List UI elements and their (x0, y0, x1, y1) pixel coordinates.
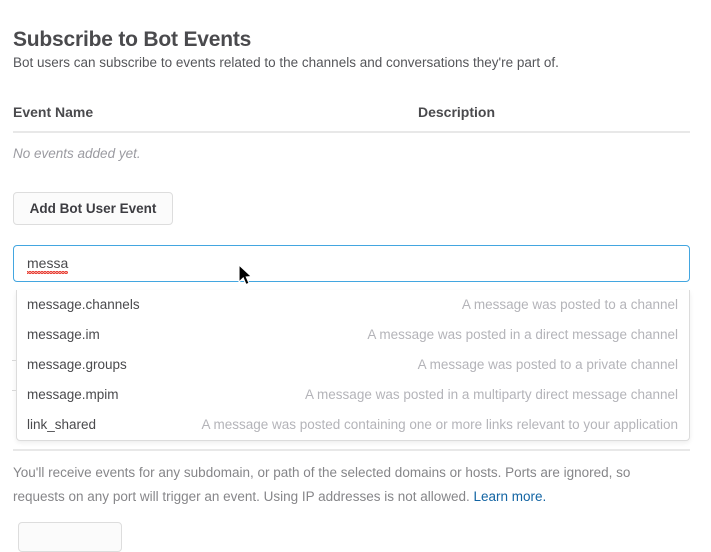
column-header-description: Description (418, 104, 496, 120)
event-search-input[interactable]: messa (13, 245, 690, 282)
list-item[interactable]: link_shared A message was posted contain… (17, 410, 689, 440)
suggestion-event-name: message.mpim (27, 387, 119, 402)
footer-note-text: You'll receive events for any subdomain,… (13, 465, 631, 504)
occluded-content-edge (12, 360, 16, 361)
suggestion-event-description: A message was posted containing one or m… (201, 417, 678, 432)
list-item[interactable]: message.groups A message was posted to a… (17, 350, 689, 380)
table-header-divider (13, 131, 690, 133)
footer-note: You'll receive events for any subdomain,… (13, 461, 681, 509)
suggestion-event-description: A message was posted to a channel (461, 297, 678, 312)
suggestion-event-description: A message was posted in a multiparty dir… (305, 387, 678, 402)
search-typed-text: messa (27, 255, 69, 274)
events-table-header: Event Name Description (13, 104, 690, 125)
bot-events-page: Subscribe to Bot Events Bot users can su… (12, 28, 690, 552)
bottom-partial-button[interactable] (18, 522, 122, 552)
search-input-value: messa (27, 255, 69, 274)
list-item[interactable]: message.channels A message was posted to… (17, 290, 689, 320)
add-bot-user-event-button[interactable]: Add Bot User Event (13, 192, 173, 225)
learn-more-link[interactable]: Learn more. (473, 489, 547, 504)
suggestion-event-description: A message was posted in a direct message… (367, 327, 678, 342)
suggestion-event-name: message.groups (27, 357, 127, 372)
occluded-content-edge (12, 390, 16, 391)
column-header-event-name: Event Name (13, 104, 94, 120)
section-divider (13, 449, 690, 451)
suggestion-event-name: message.im (27, 327, 100, 342)
event-suggestions-dropdown[interactable]: message.channels A message was posted to… (16, 290, 690, 441)
suggestion-event-description: A message was posted to a private channe… (417, 357, 678, 372)
page-description: Bot users can subscribe to events relate… (13, 55, 559, 70)
empty-state-message: No events added yet. (13, 146, 141, 161)
list-item[interactable]: message.im A message was posted in a dir… (17, 320, 689, 350)
suggestion-event-name: message.channels (27, 297, 140, 312)
page-title: Subscribe to Bot Events (13, 28, 252, 52)
list-item[interactable]: message.mpim A message was posted in a m… (17, 380, 689, 410)
suggestion-event-name: link_shared (27, 417, 97, 432)
